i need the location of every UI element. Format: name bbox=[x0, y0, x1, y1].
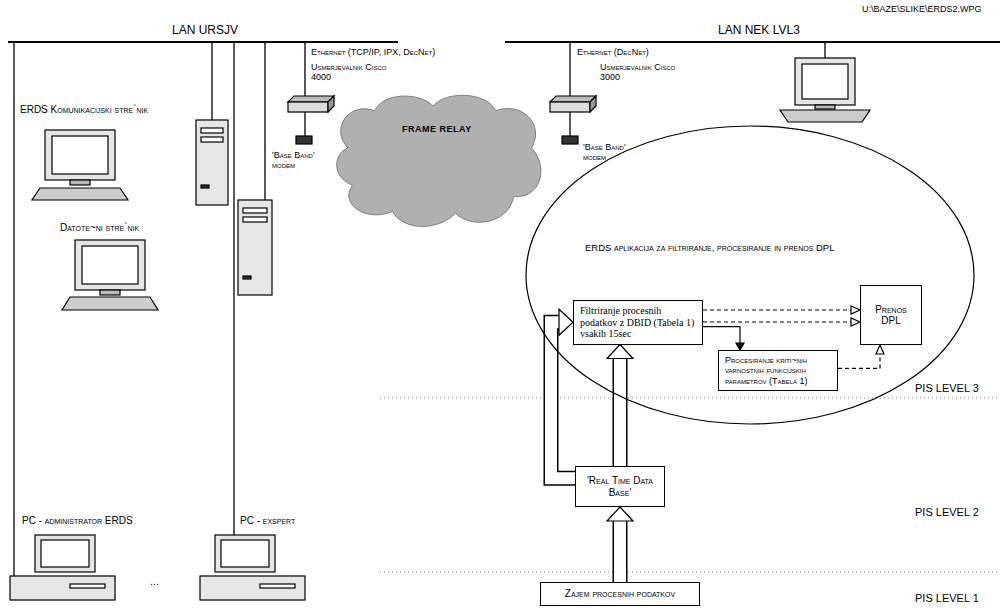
pc-icon bbox=[200, 535, 305, 600]
device-label: PC - administrator ERDS bbox=[22, 515, 133, 527]
router-icon bbox=[550, 96, 596, 112]
device-label: Usmerjevalnik Cisco 4000 bbox=[311, 62, 401, 83]
cloud-outline bbox=[330, 92, 545, 232]
hollow-arrow bbox=[607, 345, 633, 467]
ellipsis: ... bbox=[150, 575, 159, 588]
device-label: Datote~ni stre`nik bbox=[60, 222, 139, 234]
modem-icon bbox=[562, 136, 578, 144]
box-text: 'Real Time Data Base' bbox=[582, 475, 658, 498]
box-text: Zajem procesnih podatkov bbox=[547, 588, 693, 600]
modem-icon bbox=[296, 136, 312, 144]
cloud-label: FRAME RELAY bbox=[402, 124, 472, 134]
level-label: PIS LEVEL 3 bbox=[915, 382, 979, 395]
server-tower bbox=[238, 200, 272, 295]
frame-relay-cloud: FRAME RELAY bbox=[330, 92, 545, 232]
link-label: Ethernet (DecNet) bbox=[577, 47, 649, 57]
lan-bus bbox=[505, 41, 1000, 43]
network-name: LAN NEK LVL3 bbox=[718, 24, 800, 38]
device-label: ERDS Komunikacijski stre`nik bbox=[20, 104, 148, 116]
dashed-arrow bbox=[838, 345, 884, 368]
monitor-icon bbox=[62, 240, 158, 310]
link-label: Ethernet (TCP/IP, IPX, DecNet) bbox=[311, 47, 435, 57]
region-heading: ERDS aplikacija za filtriranje, procesir… bbox=[585, 243, 834, 254]
flow-arrow bbox=[703, 327, 744, 350]
application-region: ERDS aplikacija za filtriranje, procesir… bbox=[525, 125, 975, 425]
box-text: Prenos DPL bbox=[867, 304, 915, 327]
file-path: U:\BAZE\SLIKE\ERDS2.WPG bbox=[862, 4, 982, 14]
process-box: Procesiranje kriti~nih varnostnih funkci… bbox=[718, 350, 838, 391]
router-icon bbox=[288, 96, 334, 112]
dashed-arrow bbox=[703, 306, 860, 314]
box-text: Procesiranje kriti~nih varnostnih funkci… bbox=[725, 355, 831, 386]
server-tower bbox=[196, 120, 228, 205]
level-separator bbox=[380, 398, 1000, 572]
device-label: 'Base Band' modem bbox=[583, 142, 641, 163]
lan-bus bbox=[8, 41, 398, 43]
process-box: Filtriranje procesnih podatkov z DBID (T… bbox=[573, 300, 703, 345]
transfer-box: Prenos DPL bbox=[860, 285, 922, 345]
level-label: PIS LEVEL 1 bbox=[915, 592, 979, 605]
level-label: PIS LEVEL 2 bbox=[915, 506, 979, 519]
monitor-icon bbox=[32, 130, 128, 200]
database-box: 'Real Time Data Base' bbox=[575, 466, 665, 507]
hollow-arrow bbox=[551, 309, 575, 478]
box-text: Filtriranje procesnih podatkov z DBID (T… bbox=[580, 305, 696, 340]
pc-icon bbox=[10, 535, 115, 600]
dashed-arrow bbox=[703, 318, 860, 326]
device-label: 'Base Band' modem bbox=[272, 150, 330, 171]
device-label: PC - exspert bbox=[240, 515, 295, 527]
acquisition-box: Zajem procesnih podatkov bbox=[540, 582, 700, 606]
monitor-icon bbox=[780, 58, 870, 122]
network-name: LAN URSJV bbox=[172, 24, 238, 38]
device-label: Usmerjevalnik Cisco 3000 bbox=[600, 62, 690, 83]
hollow-arrow bbox=[607, 507, 633, 582]
